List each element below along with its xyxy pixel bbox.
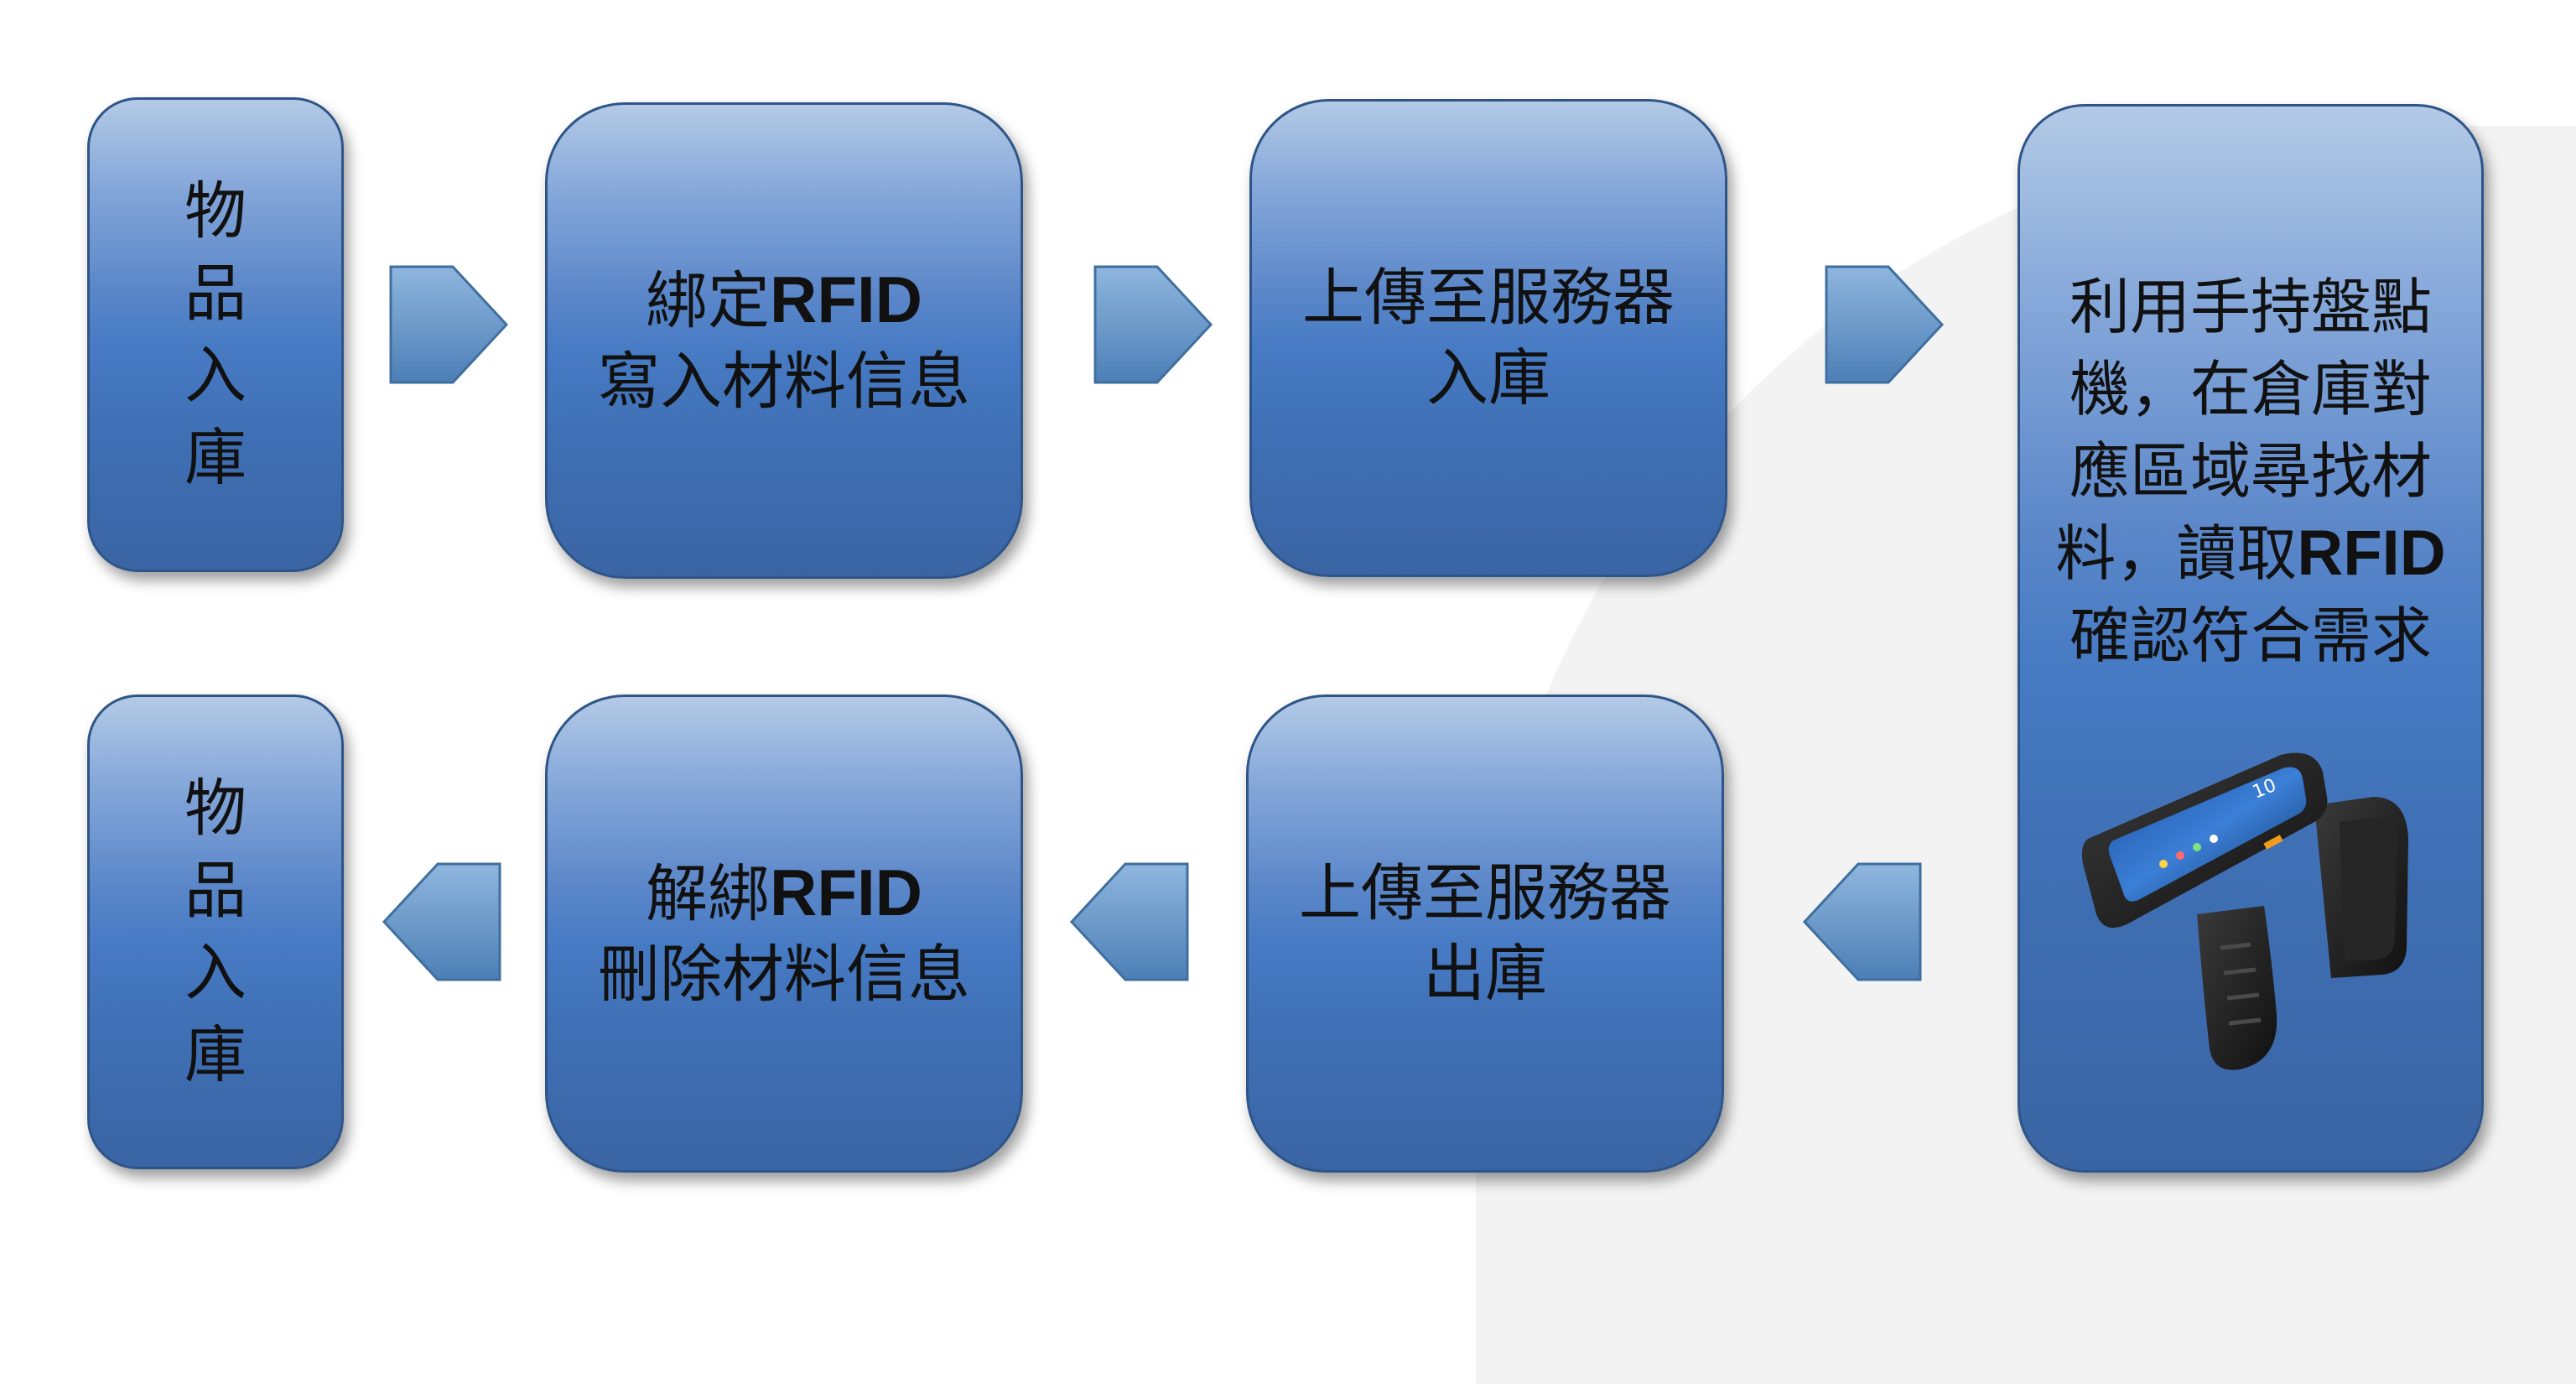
arrow-left-icon — [1802, 862, 1922, 981]
arrow-left-icon — [382, 862, 501, 981]
step-handheld-inventory: 利用手持盤點 機，在倉庫對 應區域尋找材 料，讀取RFID 確認符合需求 — [2018, 104, 2484, 1173]
arrow-right-icon — [1825, 265, 1945, 384]
step-line-2: 入庫 — [1426, 342, 1550, 414]
step-line-3: 應區域尋找材 — [2069, 436, 2432, 507]
step-line-5: 確認符合需求 — [2069, 601, 2432, 671]
step-line-1: 上傳至服務器 — [1299, 857, 1671, 929]
step-line-1: 綁定RFID — [646, 263, 922, 337]
rfid-scanner-icon: 10 — [2081, 752, 2408, 1070]
step-text: 利用手持盤點 機，在倉庫對 應區域尋找材 料，讀取RFID 確認符合需求 — [2055, 266, 2445, 677]
step-line-2: 機，在倉庫對 — [2069, 354, 2432, 424]
arrow-left-icon — [1069, 862, 1189, 981]
step-item-stock-in-top: 物品入庫 — [87, 97, 344, 572]
step-bind-rfid: 綁定RFID 寫入材料信息 — [545, 102, 1023, 579]
step-line-2: 寫入材料信息 — [598, 346, 970, 418]
arrow-right-icon — [1093, 265, 1213, 384]
step-line-1: 解綁RFID — [646, 856, 922, 930]
step-line-1: 上傳至服務器 — [1302, 262, 1675, 334]
step-label: 物品入庫 — [184, 175, 247, 494]
step-item-stock-in-bottom: 物品入庫 — [87, 695, 344, 1169]
step-line-4: 料，讀取RFID — [2055, 518, 2446, 589]
step-label: 物品入庫 — [184, 773, 247, 1091]
step-line-2: 刪除材料信息 — [598, 939, 970, 1011]
step-line-2: 出庫 — [1423, 938, 1547, 1010]
step-line-1: 利用手持盤點 — [2069, 272, 2432, 342]
arrow-right-icon — [389, 265, 509, 384]
step-upload-stock-out: 上傳至服務器 出庫 — [1246, 695, 1724, 1173]
step-upload-stock-in: 上傳至服務器 入庫 — [1249, 99, 1727, 577]
step-unbind-rfid: 解綁RFID 刪除材料信息 — [545, 695, 1023, 1173]
